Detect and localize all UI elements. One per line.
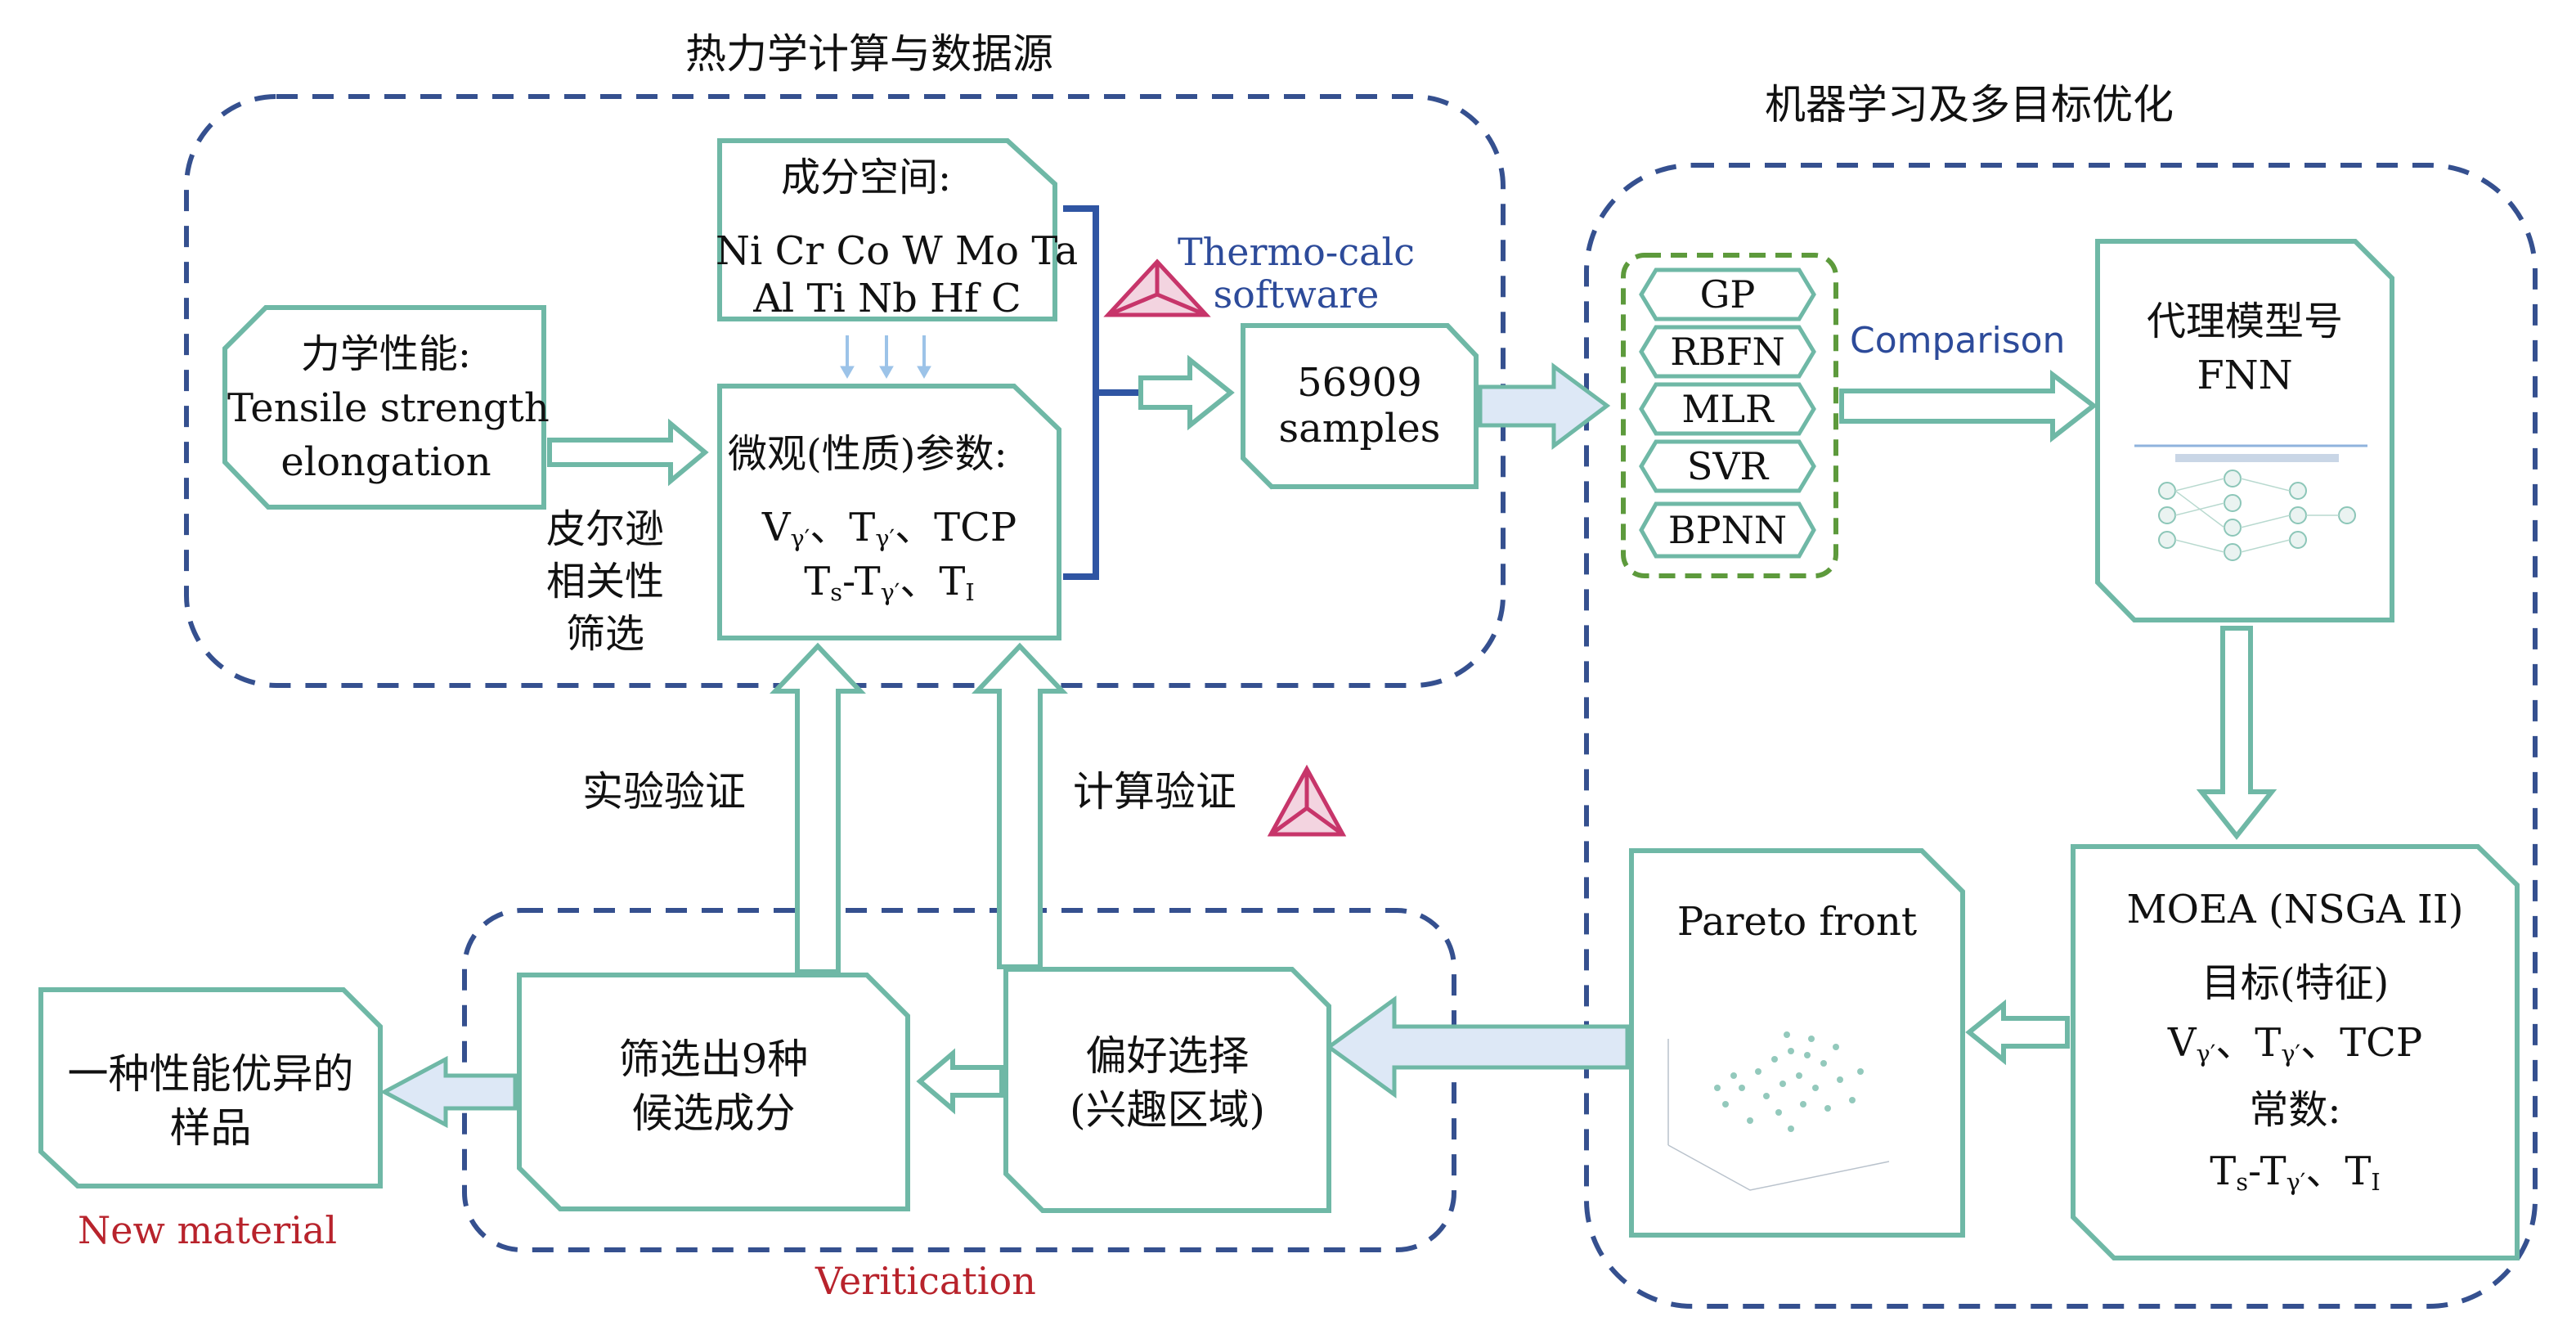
pearson-line1: 皮尔逊: [545, 506, 664, 552]
arrow-samples-to-models: [1478, 362, 1611, 451]
thermocalc-line1: Thermo-calc: [1177, 230, 1416, 274]
screen9-line2: 候选成分: [631, 1090, 796, 1137]
screen9-line1: 筛选出9种: [618, 1036, 809, 1083]
arrow-surrogate-to-moea: [2196, 626, 2278, 840]
composition-down-arrows: [840, 335, 931, 380]
pareto-title: Pareto front: [1676, 899, 1918, 945]
model-gp-label: GP: [1699, 272, 1756, 317]
mechanical-box: [222, 305, 546, 510]
model-pill-mlr: [1639, 382, 1816, 436]
pearson-line2: 相关性: [545, 559, 664, 604]
product-text: 一种性能优异的 样品: [41, 1047, 380, 1155]
pearson-text: 皮尔逊 相关性 筛选: [523, 503, 687, 660]
mechanical-line2: elongation: [280, 439, 491, 485]
comparison-label: Comparison: [1850, 320, 2066, 362]
model-mlr-label: MLR: [1681, 387, 1774, 431]
new-material-label: New material: [78, 1208, 338, 1252]
moea-box: [2071, 844, 2520, 1260]
arrow-pareto-to-preference: [1325, 995, 1630, 1099]
arrow-experiment-verify: [770, 642, 866, 974]
composition-line2: Al Ti Nb Hf C: [753, 276, 1021, 321]
preference-text: 偏好选择 (兴趣区域): [1006, 1029, 1329, 1137]
moea-constants: Ts-Tγ′、TI: [2210, 1148, 2381, 1197]
ml-region-border: [1584, 163, 2538, 1309]
screen9-text: 筛选出9种 候选成分: [519, 1032, 908, 1140]
model-pill-svr: [1639, 439, 1816, 493]
verification-label: Veritication: [815, 1259, 1036, 1303]
model-group-border: [1621, 253, 1838, 578]
screen9-box: [517, 973, 910, 1211]
samples-text: 56909 samples: [1243, 360, 1476, 452]
moea-title: MOEA (NSGA II): [2126, 887, 2464, 932]
mechanical-title: 力学性能:: [300, 331, 472, 377]
pearson-line3: 筛选: [565, 611, 644, 657]
model-bpnn-label: BPNN: [1667, 508, 1788, 552]
moea-const-label: 常数:: [2249, 1087, 2341, 1133]
composition-box: [717, 138, 1057, 321]
model-pill-rbfn: [1639, 325, 1816, 379]
thermocalc-logo-icon: [1103, 258, 1211, 317]
arrow-calc-verify: [972, 642, 1068, 969]
composition-line1: Ni Cr Co W Mo Ta: [716, 228, 1079, 274]
merge-bracket: [1063, 205, 1141, 580]
ml-region-title: 机器学习及多目标优化: [1765, 81, 2174, 128]
pareto-box: [1629, 848, 1965, 1238]
arrow-models-to-surrogate: [1839, 369, 2098, 443]
thermocalc-logo-icon-small: [1267, 764, 1347, 837]
experiment-verify-label: 实验验证: [582, 768, 746, 816]
arrow-screen9-to-product: [379, 1055, 518, 1129]
product-line1: 一种性能优异的: [67, 1050, 354, 1098]
model-svr-label: SVR: [1686, 444, 1769, 488]
surrogate-line2: FNN: [2197, 353, 2293, 398]
arrow-bracket-to-samples: [1138, 354, 1235, 431]
moea-subtitle: 目标(特征): [2201, 960, 2390, 1006]
samples-count: 56909: [1297, 360, 1422, 406]
preference-box: [1003, 967, 1331, 1213]
samples-label: samples: [1278, 406, 1441, 452]
surrogate-line1: 代理模型号: [2146, 299, 2343, 344]
calc-verify-label: 计算验证: [1073, 768, 1236, 816]
fnn-network-thumbnail: [2134, 444, 2367, 561]
model-pills: [1639, 267, 1816, 559]
composition-elements: Ni Cr Co W Mo Ta Al Ti Nb Hf C: [716, 227, 1079, 322]
surrogate-text: 代理模型号 FNN: [2098, 294, 2392, 402]
model-rbfn-label: RBFN: [1670, 330, 1785, 374]
micro-title: 微观(性质)参数:: [728, 431, 1008, 477]
mechanical-line1: Tensile strength: [227, 385, 550, 431]
composition-title: 成分空间:: [781, 155, 952, 200]
preference-line1: 偏好选择: [1085, 1032, 1250, 1080]
product-box: [38, 987, 383, 1188]
product-line2: 样品: [169, 1104, 252, 1152]
thermocalc-line2: software: [1213, 272, 1380, 317]
model-pill-gp: [1639, 267, 1816, 321]
arrow-mechanical-to-micro: [547, 418, 709, 487]
preference-line2: (兴趣区域): [1069, 1086, 1265, 1134]
micro-box: [717, 384, 1061, 640]
micro-targets: Vγ′、Tγ′、TCP: [761, 505, 1017, 553]
pareto-scatter-thumbnail: [1667, 1031, 1890, 1191]
thermo-region-title: 热力学计算与数据源: [685, 30, 1053, 78]
moea-targets: Vγ′、Tγ′、TCP: [2167, 1020, 2423, 1068]
arrow-preference-to-screen9: [916, 1048, 1004, 1115]
mechanical-text: 力学性能: Tensile strength elongation: [227, 327, 550, 489]
model-pill-bpnn: [1639, 501, 1816, 559]
thermocalc-text: Thermo-calc software: [1161, 231, 1431, 316]
micro-constants: Ts-Tγ′、TI: [804, 559, 975, 607]
surrogate-box: [2095, 239, 2394, 622]
arrow-moea-to-pareto: [1965, 999, 2070, 1066]
